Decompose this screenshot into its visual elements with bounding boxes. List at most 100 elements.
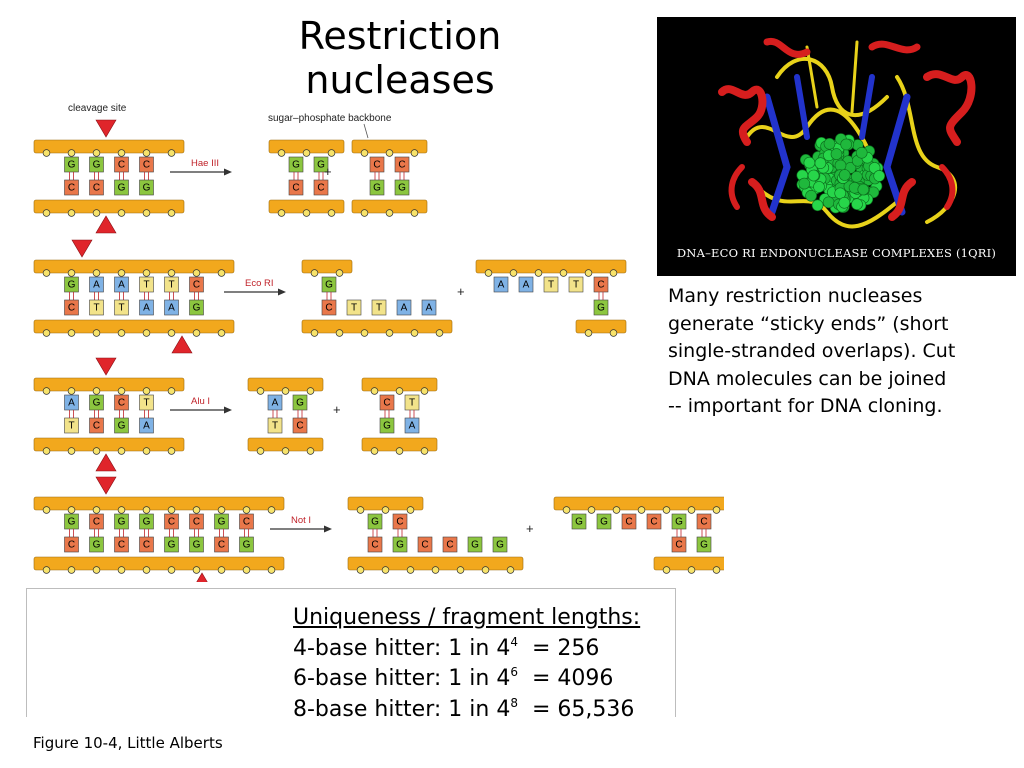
phosphate-dot [92,209,101,217]
base-G [214,513,229,530]
cleavage-triangle [71,239,93,258]
figure-credit: Figure 10-4, Little Alberts [33,734,223,752]
base-letter: G [317,160,325,171]
phosphate-dot [356,506,365,514]
base-A [114,276,129,293]
phosphate-dot [42,447,51,455]
phosphate-dot [327,149,336,157]
base-C [139,536,154,553]
base-letter: G [296,398,304,409]
base-letter: C [93,421,100,432]
phosphate-dot [142,149,151,157]
base-letter: G [143,517,151,528]
base-letter: G [193,540,201,551]
phosphate-dot [381,506,390,514]
phosphate-dot [360,149,369,157]
dna-atom [805,190,817,202]
phosphate-dot [410,329,419,337]
phosphate-dot [67,506,76,514]
base-G [369,179,385,196]
cleavage-triangle [95,119,117,138]
base-letter: T [272,421,278,432]
base-G [467,536,483,553]
base-G [321,276,337,293]
base-letter: G [292,160,300,171]
phosphate-dot [481,566,490,574]
base-letter: T [143,398,149,409]
base-T [267,417,283,434]
phosphate-dot [192,566,201,574]
base-G [239,536,254,553]
base-A [64,394,79,411]
phosphate-dot [92,566,101,574]
phosphate-dot [406,566,415,574]
phosphate-dot [67,209,76,217]
base-G [164,536,179,553]
phosphate-dot [385,149,394,157]
dna-atom [811,199,824,212]
top-strand [33,139,185,154]
phosphate-dot [712,506,721,514]
phosphate-dot [142,566,151,574]
base-letter: G [700,540,708,551]
base-letter: T [351,303,357,314]
base-letter: T [376,303,382,314]
base-letter: G [193,303,201,314]
base-C [288,179,304,196]
phosphate-dot [92,506,101,514]
base-T [371,299,387,316]
phosphate-dot [637,506,646,514]
phosphate-dot [712,566,721,574]
phosphate-dot [117,506,126,514]
cleavage-triangle [196,572,208,582]
base-C [64,536,79,553]
base-A [493,276,509,293]
phosphate-dot [42,329,51,337]
base-G [394,179,410,196]
base-A [139,417,154,434]
base-C [646,513,662,530]
uniqueness-line: 4-base hitter: 1 in 44 = 256 [293,634,640,665]
base-letter: T [143,280,149,291]
base-letter: C [650,517,657,528]
base-letter: G [118,517,126,528]
base-letter: A [93,280,100,291]
base-C [64,299,79,316]
phosphate-dot [256,387,265,395]
phosphate-dot [310,329,319,337]
base-C [189,276,204,293]
right-product-top-strand [475,259,627,274]
phosphate-dot [167,506,176,514]
base-letter: C [421,540,428,551]
phosphate-dot [42,149,51,157]
phosphate-dot [360,209,369,217]
base-letter: G [575,517,583,528]
base-letter: C [675,540,682,551]
phosphate-dot [385,209,394,217]
base-letter: C [168,517,175,528]
base-C [139,156,154,173]
phosphate-dot [584,329,593,337]
base-C [392,513,408,530]
phosphate-dot [142,447,151,455]
bottom-strand [33,319,235,334]
base-G [492,536,508,553]
phosphate-dot [42,506,51,514]
phosphate-dot [281,387,290,395]
base-letter: C [373,160,380,171]
dna-atom [813,181,825,193]
left-product-top-strand [301,259,353,274]
dna-atom [803,156,816,169]
phosphate-dot [117,149,126,157]
phosphate-dot [117,387,126,395]
cleavage-triangle [95,215,117,234]
base-letter: A [168,303,175,314]
phosphate-dot [395,387,404,395]
phosphate-dot [302,149,311,157]
line-result: = 65,536 [517,696,635,722]
base-letter: G [118,421,126,432]
line-result: = 256 [517,635,600,661]
phosphate-dot [456,566,465,574]
cleavage-triangle [95,357,117,376]
plus-sign: + [324,164,332,179]
